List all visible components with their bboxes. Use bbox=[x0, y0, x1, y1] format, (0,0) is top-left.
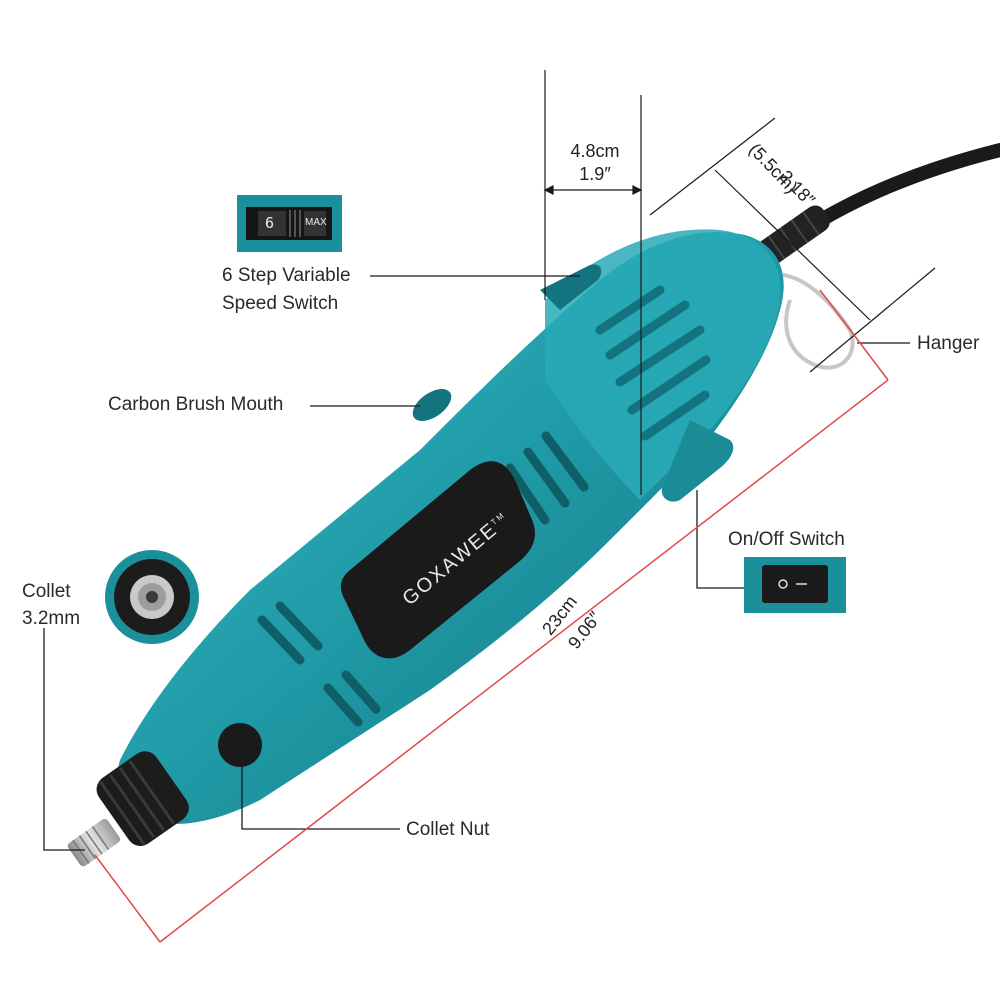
width-cm-label: 4.8cm bbox=[570, 141, 620, 161]
hanger-label: Hanger bbox=[917, 333, 980, 354]
brand-plate bbox=[340, 461, 535, 659]
speed-switch-label-line1: 6 Step Variable bbox=[222, 265, 351, 286]
collet-nut-label: Collet Nut bbox=[406, 819, 490, 840]
collet-inset bbox=[105, 550, 199, 644]
tool-body bbox=[117, 229, 784, 824]
speed-dial-max: MAX bbox=[305, 217, 327, 228]
speed-dial-inset bbox=[237, 195, 342, 252]
carbon-brush-label: Carbon Brush Mouth bbox=[108, 394, 284, 415]
collet-label-line2: 3.2mm bbox=[22, 608, 81, 629]
length-dimension bbox=[94, 289, 889, 943]
cord-strain-relief bbox=[757, 205, 830, 266]
collet-label-line1: Collet bbox=[22, 581, 71, 602]
on-off-inset bbox=[744, 557, 846, 613]
speed-dial-setting: 6 bbox=[265, 214, 275, 232]
on-off-label: On/Off Switch bbox=[728, 529, 845, 550]
collet-part bbox=[67, 818, 121, 867]
dimension-lines bbox=[543, 70, 936, 495]
speed-switch-label-line2: Speed Switch bbox=[222, 293, 339, 314]
spindle-lock-button bbox=[218, 723, 262, 767]
width-in-label: 1.9″ bbox=[579, 164, 611, 184]
hanger-wire bbox=[769, 272, 855, 370]
collet-nut-part bbox=[96, 751, 189, 846]
